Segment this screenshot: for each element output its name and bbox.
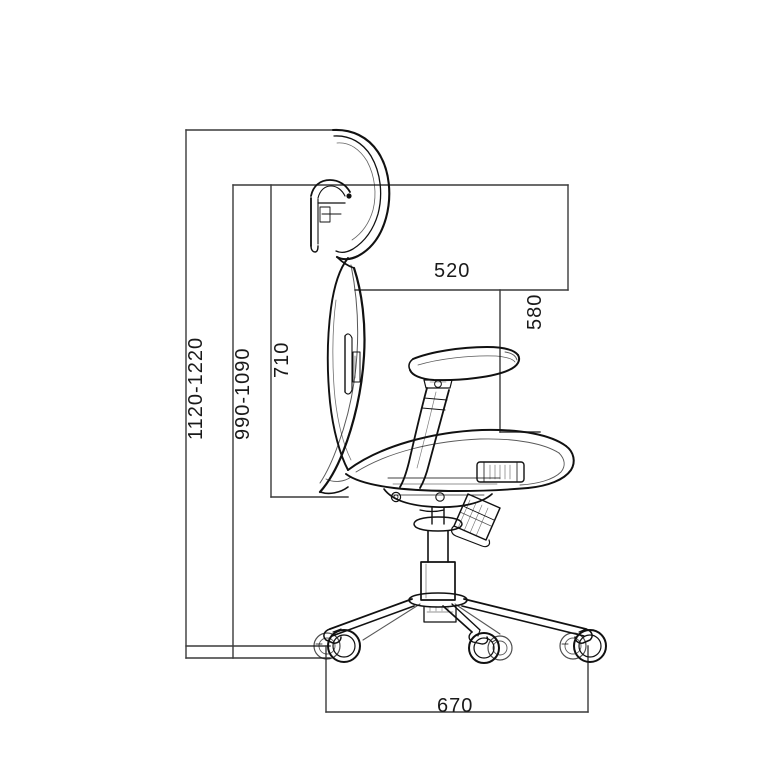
dimension-label-base-width: 670 — [437, 695, 474, 717]
tilt-mechanism — [383, 488, 501, 548]
dimension-overall-height — [185, 129, 334, 659]
gas-cylinder — [413, 507, 463, 601]
dimension-label-seat-depth: 520 — [434, 260, 471, 282]
dimension-backrest-top-height — [232, 184, 569, 659]
casters — [313, 628, 607, 664]
dimension-label-overall-height: 1120-1220 — [185, 336, 207, 440]
headrest — [331, 128, 391, 269]
seat-slider-block — [476, 461, 525, 483]
armrest-pivot — [423, 379, 453, 389]
caster-center — [468, 629, 513, 664]
backrest — [318, 257, 366, 495]
caster-left — [313, 628, 361, 663]
dimension-lines — [185, 129, 589, 713]
headrest-arm — [310, 179, 352, 253]
dimension-seat-depth — [354, 184, 569, 291]
caster-right — [559, 628, 607, 663]
dimension-label-backrest-height: 710 — [271, 341, 293, 378]
base — [323, 592, 593, 645]
dimension-backrest-height — [270, 184, 349, 498]
seat — [345, 428, 575, 492]
dimension-label-seat-height: 580 — [524, 293, 546, 330]
dimension-label-backrest-top-height: 990-1090 — [232, 347, 254, 440]
dimension-base-width — [185, 645, 589, 713]
chair-drawing — [310, 128, 607, 664]
armrest — [399, 346, 521, 489]
